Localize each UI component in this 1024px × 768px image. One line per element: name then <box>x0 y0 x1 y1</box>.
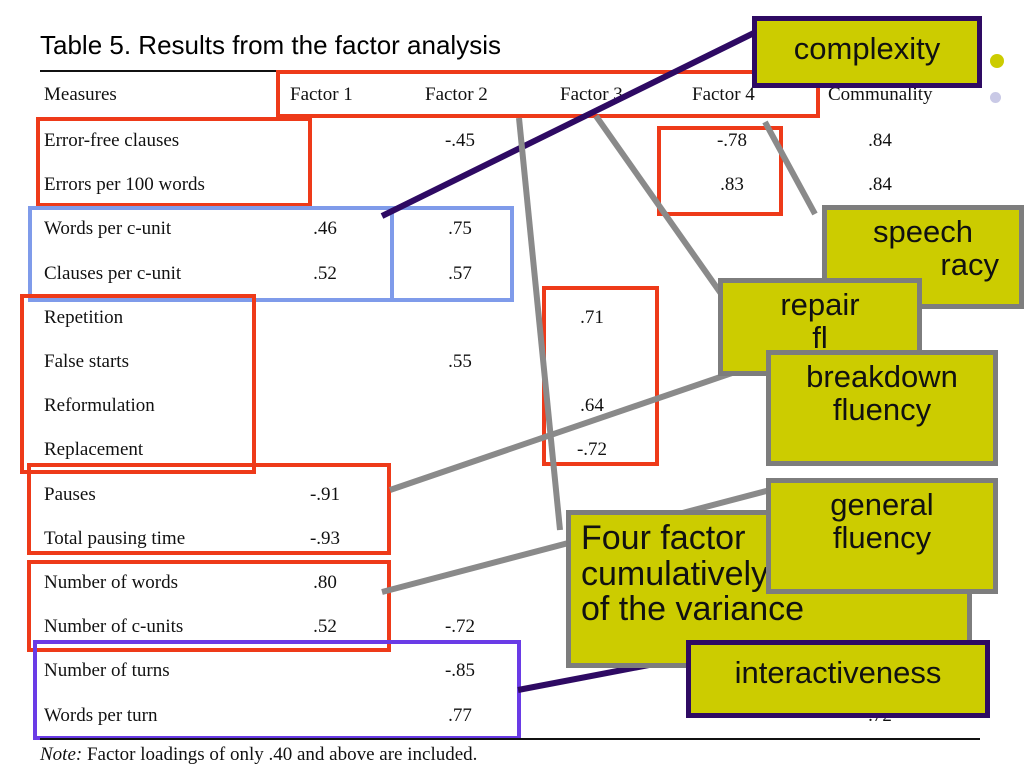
cell-f2: .77 <box>448 705 472 726</box>
row-label: Number of words <box>44 572 179 593</box>
row-label: Number of c-units <box>44 616 184 637</box>
speech-accuracy-line1: speech <box>873 214 973 249</box>
row-label: Replacement <box>44 439 144 460</box>
row-label: False starts <box>44 351 129 372</box>
row-label: Clauses per c-unit <box>44 263 182 284</box>
breakdown-fluency-line2: fluency <box>832 391 932 427</box>
repair-fluency-line2: fl <box>812 319 828 355</box>
cell-f3: -.72 <box>576 439 608 460</box>
cell-f2: -.45 <box>444 130 476 151</box>
variance-line3: of the variance <box>581 590 805 629</box>
row-label: Errors per 100 words <box>44 174 205 195</box>
general-fluency-line2: fluency <box>832 519 932 555</box>
note-prefix: Note: <box>40 744 83 765</box>
cell-f3: .71 <box>580 307 604 328</box>
row-label: Repetition <box>44 307 124 328</box>
header-factor-2: Factor 2 <box>425 84 488 105</box>
header-factor-4: Factor 4 <box>692 84 755 105</box>
cell-f2: .57 <box>448 263 472 284</box>
row-label: Error-free clauses <box>44 130 180 151</box>
row-label: Words per c-unit <box>44 218 172 239</box>
connector-complexity <box>380 27 762 219</box>
row-label: Pauses <box>44 484 96 505</box>
header-communality: Communality <box>828 84 933 105</box>
interactiveness-callout: interactiveness <box>686 640 990 718</box>
header-measures: Measures <box>44 84 117 105</box>
general-fluency-line1: general <box>830 487 934 522</box>
connector-factor2-variance <box>516 117 563 531</box>
cell-f4: .83 <box>720 174 744 195</box>
connector-breakdown-fluency <box>389 357 771 493</box>
bullet-yellow-icon <box>990 54 1004 68</box>
table-note: Note: Factor loadings of only .40 and ab… <box>40 744 477 766</box>
speech-accuracy-line2: racy <box>940 246 999 282</box>
complexity-callout: complexity <box>752 16 982 88</box>
note-text: Factor loadings of only .40 and above ar… <box>82 744 478 765</box>
bullet-lavender-icon <box>990 92 1001 103</box>
breakdown-fluency-line1: breakdown <box>806 359 958 394</box>
cell-f1: -.91 <box>309 484 341 505</box>
connector-repair-fluency <box>593 114 725 297</box>
breakdown-fluency-callout: breakdown fluency <box>766 350 998 466</box>
repair-fluency-line1: repair <box>780 287 860 322</box>
interactiveness-label: interactiveness <box>734 655 942 690</box>
header-factor-3: Factor 3 <box>560 84 623 105</box>
row-label: Number of turns <box>44 660 170 681</box>
cell-f2: .75 <box>448 218 472 239</box>
cell-comm: .84 <box>868 174 892 195</box>
cell-f1: -.93 <box>309 528 341 549</box>
general-fluency-callout: general fluency <box>766 478 998 594</box>
cell-comm: .84 <box>868 130 892 151</box>
cell-f4: -.78 <box>716 130 748 151</box>
row-label: Reformulation <box>44 395 155 416</box>
variance-line1: Four factor <box>581 519 746 557</box>
cell-f2: -.85 <box>444 660 476 681</box>
table-bottom-rule <box>40 738 980 740</box>
cell-f1: .80 <box>313 572 337 593</box>
cell-f1: .52 <box>313 616 337 637</box>
complexity-label: complexity <box>793 31 941 66</box>
row-label: Total pausing time <box>44 528 186 549</box>
connector-speech-accuracy <box>762 120 818 216</box>
cell-f1: .46 <box>313 218 337 239</box>
row-label: Words per turn <box>44 705 158 726</box>
table-title: Table 5. Results from the factor analysi… <box>40 30 501 60</box>
header-factor-1: Factor 1 <box>290 84 353 105</box>
cell-f2: -.72 <box>444 616 476 637</box>
cell-f2: .55 <box>448 351 472 372</box>
cell-f1: .52 <box>313 263 337 284</box>
cell-f3: .64 <box>580 395 604 416</box>
